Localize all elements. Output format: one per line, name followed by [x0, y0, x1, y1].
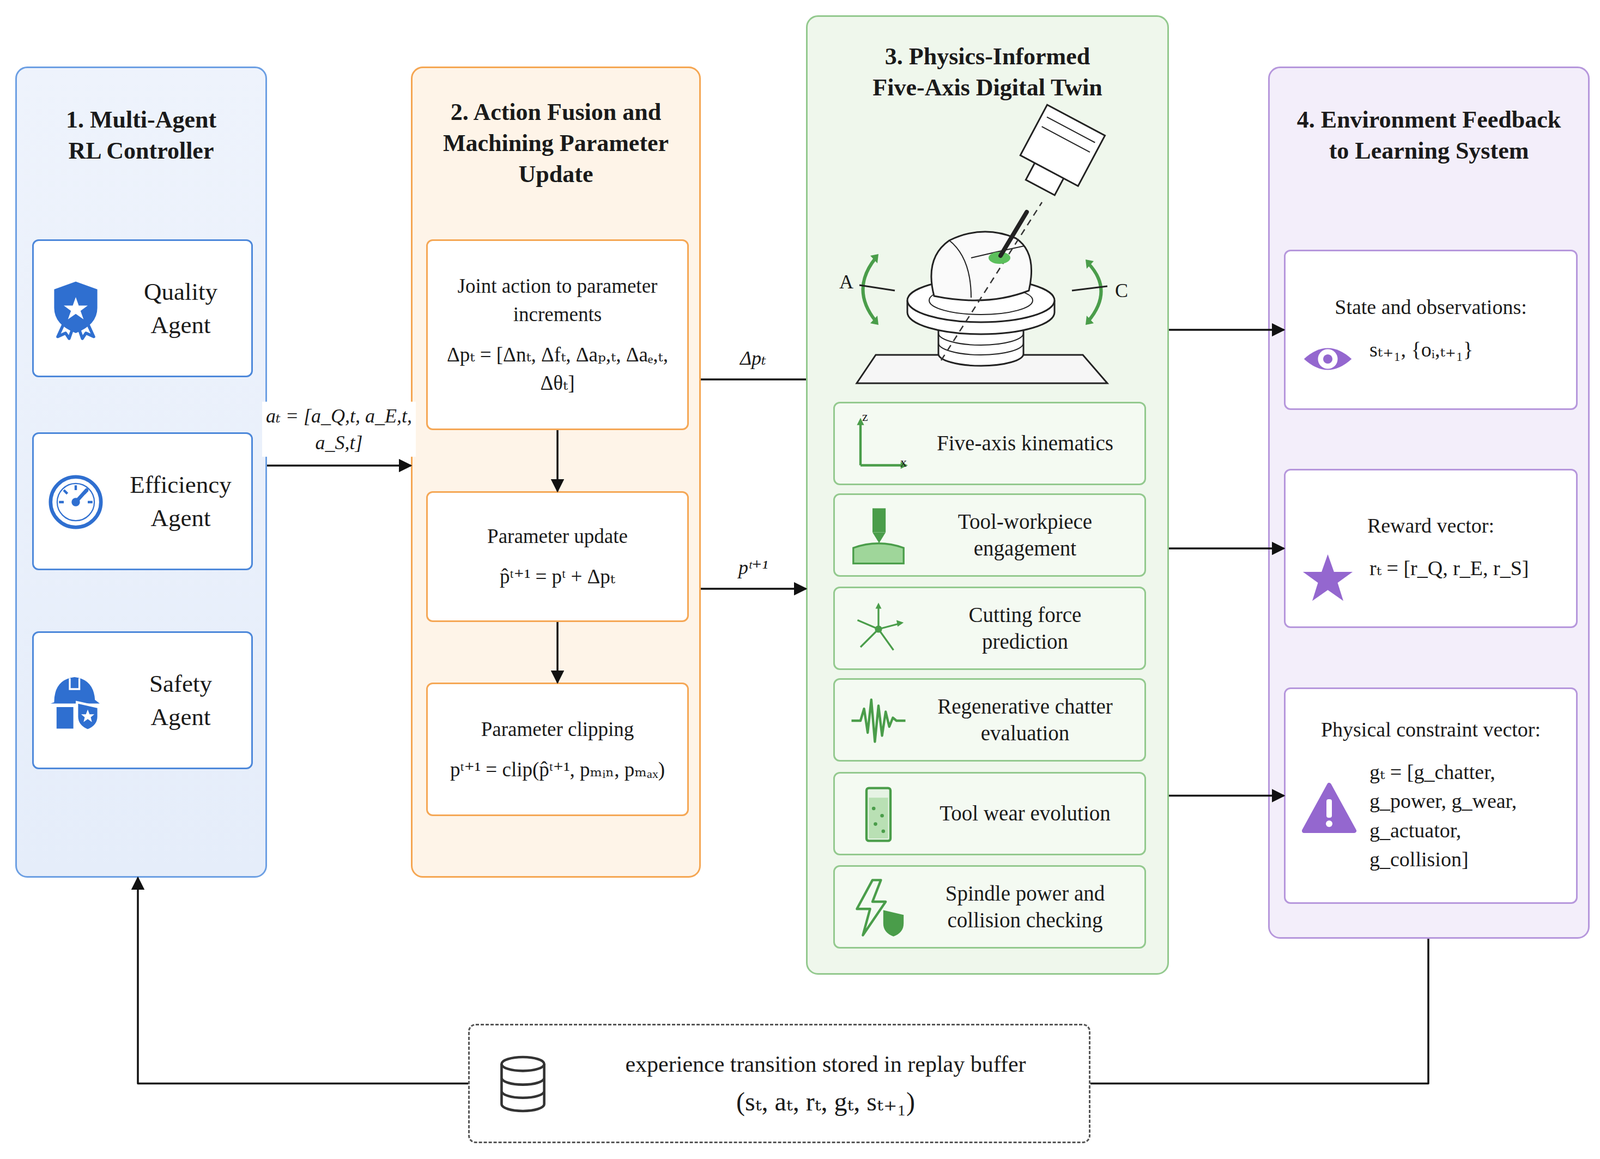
box-text: Efficiency Agent	[120, 468, 241, 535]
module-box: Tool wear evolution	[833, 771, 1147, 856]
constraint-warning-icon	[1301, 781, 1357, 836]
box-text: Quality Agent	[120, 275, 241, 342]
module-box: Five-axis kinematics	[833, 401, 1147, 486]
power-collision-icon	[848, 877, 909, 938]
safety-icon	[45, 670, 106, 731]
tool-wear-icon	[848, 784, 909, 845]
module-box: Cutting force prediction	[833, 586, 1147, 670]
formula-text: (sₜ, aₜ, rₜ, gₜ, sₜ₊₁)	[736, 1085, 915, 1117]
agent-box: Efficiency Agent	[32, 432, 253, 571]
formula-text: sₜ₊₁, {oᵢ,ₜ₊₁}	[1298, 335, 1563, 365]
connector-arrow	[1168, 547, 1284, 550]
axis-label: z	[862, 408, 869, 425]
kinematics-icon	[848, 414, 909, 475]
five-axis-machine-illustration	[807, 114, 1171, 388]
formula-text: Δpₜ = [Δnₜ, Δfₜ, Δaₚ,ₜ, Δaₑ,ₜ, Δθₜ]	[439, 340, 676, 398]
efficiency-icon	[45, 471, 106, 532]
edge-label: aₜ = [a_Q,t, a_E,t, a_S,t]	[262, 401, 416, 457]
process-box: Parameter clipping pᵗ⁺¹ = clip(p̂ᵗ⁺¹, pₘᵢ…	[426, 682, 689, 816]
box-text: Five-axis kinematics	[936, 429, 1114, 457]
feedback-box: Physical constraint vector: gₜ = [g_chatt…	[1283, 687, 1578, 904]
box-text: Tool-workpiece engagement	[927, 508, 1123, 562]
box-text: Safety Agent	[120, 667, 241, 734]
fusion-panel: 2. Action Fusion and Machining Parameter…	[410, 66, 701, 878]
axis-label: x	[900, 454, 907, 471]
reward-icon	[1301, 552, 1354, 604]
module-box: Tool-workpiece engagement	[833, 493, 1147, 577]
agent-box: Quality Agent	[32, 239, 253, 378]
box-text: experience transition stored in replay b…	[625, 1050, 1026, 1077]
axis-label: C	[1114, 279, 1129, 303]
box-text: Parameter update	[487, 522, 628, 551]
process-box: Joint action to parameter incrementsΔpₜ …	[426, 239, 689, 430]
edge-label: Δpₜ	[736, 343, 770, 373]
connector-arrow	[1168, 794, 1284, 797]
box-text: Reward vector:	[1367, 513, 1495, 538]
connector-arrow	[700, 587, 806, 590]
digital-twin-panel: 3. Physics-Informed Five-Axis Digital Tw…	[805, 15, 1169, 975]
edge-label: pᵗ⁺¹	[735, 553, 772, 583]
box-text: Tool wear evolution	[939, 800, 1111, 827]
box-text: Parameter clipping	[481, 714, 634, 744]
process-box: Parameter update p̂ᵗ⁺¹ = pᵗ + Δpₜ	[426, 491, 689, 622]
controller-panel: 1. Multi-Agent RL ControllerQuality Agen…	[15, 66, 268, 878]
formula-text: rₜ = [r_Q, r_E, r_S]	[1298, 553, 1563, 583]
cutting-force-icon	[848, 598, 909, 659]
box-text: Joint action to parameter increments	[439, 271, 676, 329]
panel-heading: 3. Physics-Informed Five-Axis Digital Tw…	[856, 40, 1119, 103]
connector-arrow	[137, 877, 469, 1084]
database-icon	[491, 1052, 555, 1115]
engagement-icon	[848, 505, 909, 566]
feedback-box: Reward vector: rₜ = [r_Q, r_E, r_S]	[1283, 468, 1578, 628]
connector-arrow	[700, 378, 806, 381]
agent-box: Safety Agent	[32, 631, 253, 769]
panel-heading: 1. Multi-Agent RL Controller	[51, 104, 232, 167]
connector-arrow	[267, 464, 411, 467]
formula-text: pᵗ⁺¹ = clip(p̂ᵗ⁺¹, pₘᵢₙ, pₘₐₓ)	[450, 755, 665, 784]
module-box: Spindle power and collision checking	[833, 864, 1147, 949]
panel-heading: 4. Environment Feedback to Learning Syst…	[1284, 104, 1574, 167]
quality-icon	[45, 279, 106, 339]
formula-text: p̂ᵗ⁺¹ = pᵗ + Δpₜ	[499, 562, 616, 591]
box-text: Regenerative chatter evaluation	[927, 693, 1123, 747]
connector-arrow	[1168, 328, 1284, 331]
observation-icon	[1301, 332, 1354, 385]
box-text: Spindle power and collision checking	[927, 880, 1123, 934]
box-text: Physical constraint vector:	[1320, 717, 1541, 742]
box-text: Cutting force prediction	[927, 601, 1123, 656]
axis-label: A	[839, 270, 854, 294]
box-text: State and observations:	[1334, 294, 1527, 319]
chatter-icon	[848, 690, 909, 751]
module-box: Regenerative chatter evaluation	[833, 677, 1147, 762]
formula-text: gₜ = [g_chatter, g_power, g_wear, g_actu…	[1298, 757, 1563, 874]
replay-buffer: experience transition stored in replay b…	[468, 1023, 1091, 1143]
panel-heading: 2. Action Fusion and Machining Parameter…	[427, 96, 684, 191]
feedback-box: State and observations: sₜ₊₁, {oᵢ,ₜ₊₁}	[1283, 249, 1578, 410]
feedback-panel: 4. Environment Feedback to Learning Syst…	[1268, 66, 1590, 939]
